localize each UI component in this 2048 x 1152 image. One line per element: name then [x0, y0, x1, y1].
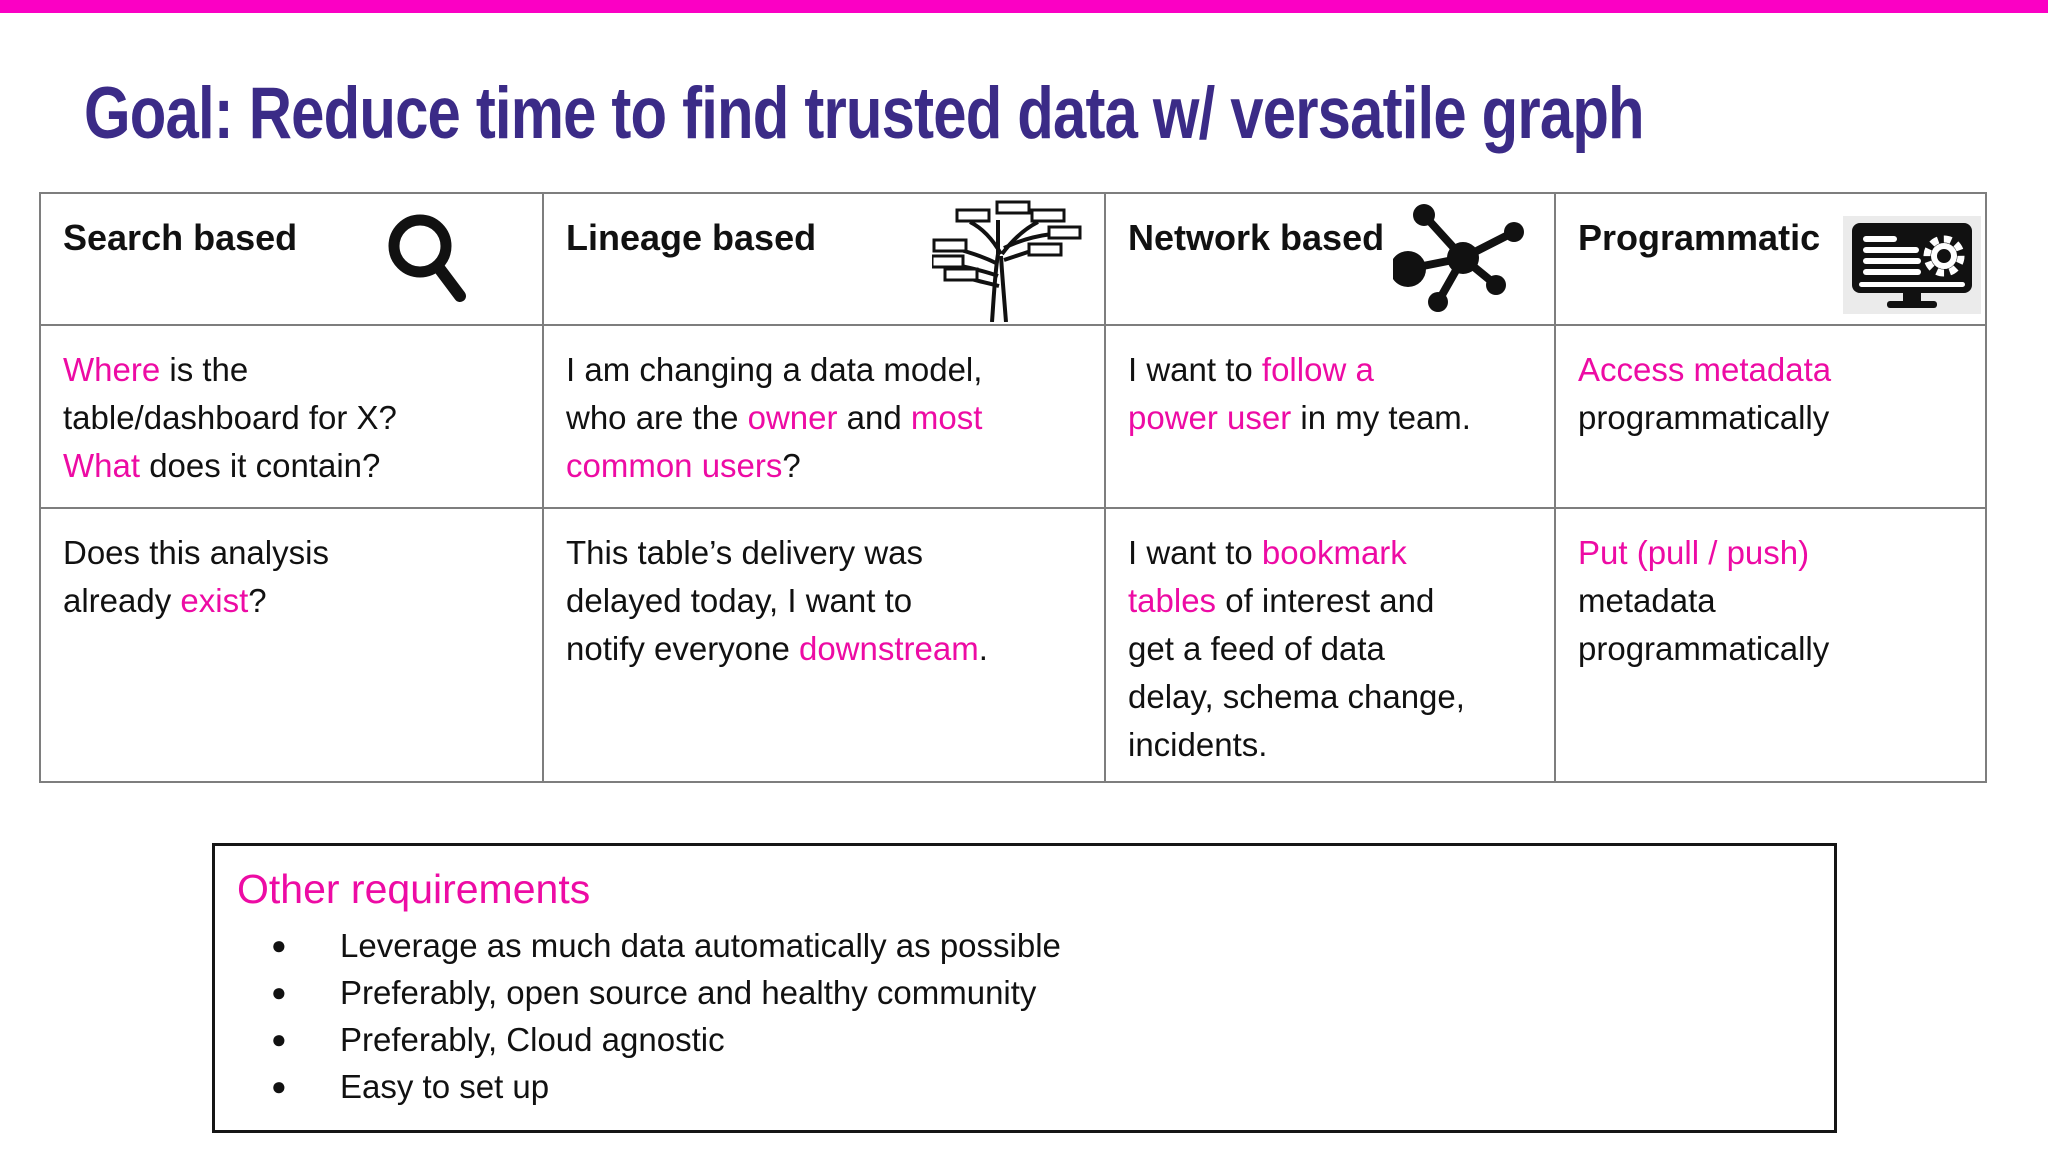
requirement-item: ● Leverage as much data automatically as …: [215, 922, 1834, 969]
cell-lineage-q2: This table’s delivery was delayed today,…: [542, 507, 1106, 783]
requirement-text: Leverage as much data automatically as p…: [340, 927, 1061, 964]
header-cell-network: Network based: [1104, 192, 1556, 326]
requirements-box: Other requirements ● Leverage as much dat…: [212, 843, 1837, 1133]
table-row: Does this analysis already exist? This t…: [39, 507, 1987, 783]
cell-programmatic-q1: Access metadata programmatically: [1554, 324, 1987, 509]
slide-title: Goal: Reduce time to find trusted data w…: [84, 73, 1645, 154]
cell-network-q2: I want to bookmark tables of interest an…: [1104, 507, 1556, 783]
column-header-network: Network based: [1128, 217, 1385, 258]
column-header-lineage: Lineage based: [566, 217, 817, 258]
bullet-icon: ●: [271, 1071, 287, 1101]
table-header-row: Search based Lineage based: [39, 192, 1987, 326]
bullet-icon: ●: [271, 977, 287, 1007]
requirement-text: Preferably, open source and healthy comm…: [340, 974, 1037, 1011]
comparison-table: Search based Lineage based: [39, 192, 1987, 783]
column-header-search: Search based: [63, 217, 298, 258]
requirement-item: ● Preferably, open source and healthy com…: [215, 969, 1834, 1016]
requirement-item: ● Preferably, Cloud agnostic: [215, 1016, 1834, 1063]
cell-search-q1: Where is the table/dashboard for X? What…: [39, 324, 544, 509]
bullet-icon: ●: [271, 1024, 287, 1054]
requirement-item: ● Easy to set up: [215, 1063, 1834, 1110]
requirements-list: ● Leverage as much data automatically as …: [215, 922, 1834, 1110]
bullet-icon: ●: [271, 930, 287, 960]
table-row: Where is the table/dashboard for X? What…: [39, 324, 1987, 509]
network-graph-icon: [1393, 204, 1524, 314]
cell-network-q1: I want to follow a power user in my team…: [1104, 324, 1556, 509]
monitor-gear-icon: [1843, 216, 1981, 314]
cell-lineage-q1: I am changing a data model, who are the …: [542, 324, 1106, 509]
search-icon: [384, 212, 468, 304]
cell-programmatic-q2: Put (pull / push) metadata programmatica…: [1554, 507, 1987, 783]
requirement-text: Easy to set up: [340, 1068, 550, 1105]
lineage-tree-icon: [932, 198, 1082, 322]
header-cell-programmatic: Programmatic: [1554, 192, 1987, 326]
column-header-programmatic: Programmatic: [1578, 217, 1821, 258]
requirement-text: Preferably, Cloud agnostic: [340, 1021, 725, 1058]
requirements-heading: Other requirements: [237, 866, 591, 912]
cell-search-q2: Does this analysis already exist?: [39, 507, 544, 783]
top-accent-bar: [0, 0, 2048, 13]
header-cell-search: Search based: [39, 192, 544, 326]
header-cell-lineage: Lineage based: [542, 192, 1106, 326]
